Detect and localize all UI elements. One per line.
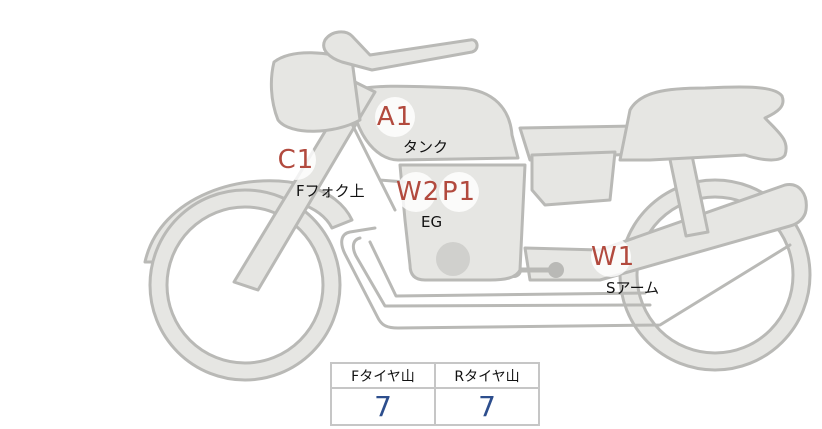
tire-tread-table: Fタイヤ山 Rタイヤ山 7 7 — [330, 362, 540, 426]
handlebar — [322, 30, 479, 72]
label-front-fork-upper: Fフォク上 — [296, 182, 365, 200]
seat — [618, 85, 788, 162]
marker-a1[interactable]: A1 — [375, 97, 415, 137]
side-cover — [530, 150, 617, 207]
value-rear-tire: 7 — [434, 387, 540, 426]
marker-w2[interactable]: W2 — [396, 172, 439, 212]
label-tank: タンク — [403, 138, 449, 156]
header-front-tire: Fタイヤ山 — [330, 362, 436, 389]
header-rear-tire: Rタイヤ山 — [434, 362, 540, 389]
marker-c1[interactable]: C1 — [276, 140, 316, 180]
exhaust-pipes — [340, 226, 792, 330]
label-swing-arm: Sアーム — [606, 279, 660, 297]
marker-p1[interactable]: P1 — [439, 172, 479, 212]
marker-w1[interactable]: W1 — [591, 237, 634, 277]
value-front-tire: 7 — [330, 387, 436, 426]
front-fork — [232, 80, 377, 292]
label-engine: EG — [421, 213, 443, 231]
headlight — [269, 51, 362, 133]
